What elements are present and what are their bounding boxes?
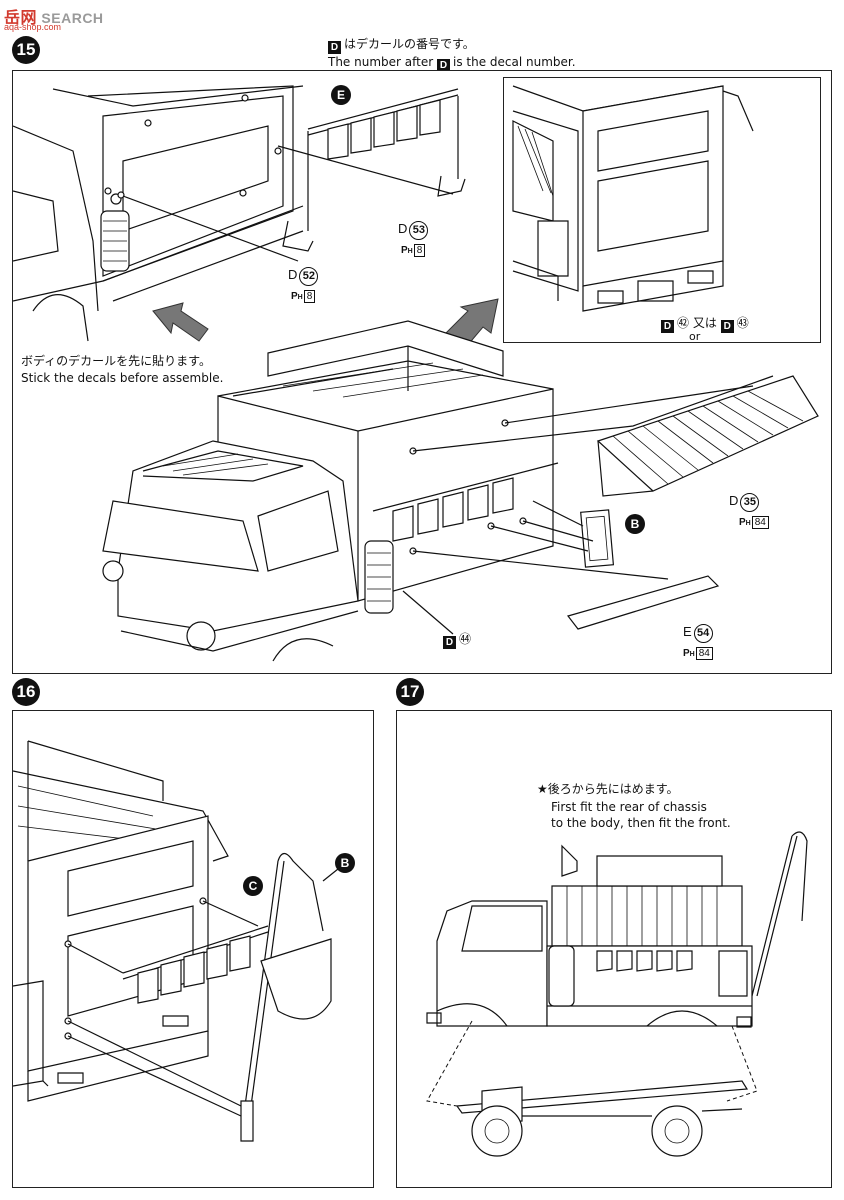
watermark-url: aqa-shop.com	[4, 22, 62, 32]
step16-panel: C B	[12, 710, 374, 1188]
step17-note-ja: ★後ろから先にはめます。	[537, 782, 679, 796]
step17-panel: ★後ろから先にはめます。 First fit the rear of chass…	[396, 710, 832, 1188]
step16-drawing	[13, 711, 375, 1189]
step15-box-side-detail	[13, 86, 303, 341]
body-decal-note-ja: ボディのデカールを先に貼ります。	[21, 354, 211, 368]
step15-rear-view-drawing	[513, 86, 753, 311]
step15-awning-part	[598, 376, 818, 496]
watermark-logo: 岳网 SEARCH	[4, 10, 104, 27]
step17-drawing	[397, 711, 833, 1189]
callout-c: C	[243, 876, 263, 896]
step15-shelf-part	[568, 576, 718, 629]
decal-or-en: or	[689, 330, 701, 343]
step17-note-en-1: First fit the rear of chassis	[551, 800, 707, 814]
callout-b: B	[625, 514, 645, 534]
step15-main-truck-drawing	[103, 321, 558, 661]
step-number-17: 17	[396, 678, 424, 706]
step15-drawing	[13, 71, 833, 675]
callout-b-step16: B	[335, 853, 355, 873]
step-number-15: 15	[12, 36, 40, 64]
body-decal-note-en: Stick the decals before assemble.	[21, 371, 224, 385]
step-number-16: 16	[12, 678, 40, 706]
step15-noren-rod	[308, 89, 458, 159]
callout-e: E	[331, 85, 351, 105]
step15-rear-view-panel	[503, 77, 821, 343]
step17-note-en-2: to the body, then fit the front.	[551, 816, 731, 830]
